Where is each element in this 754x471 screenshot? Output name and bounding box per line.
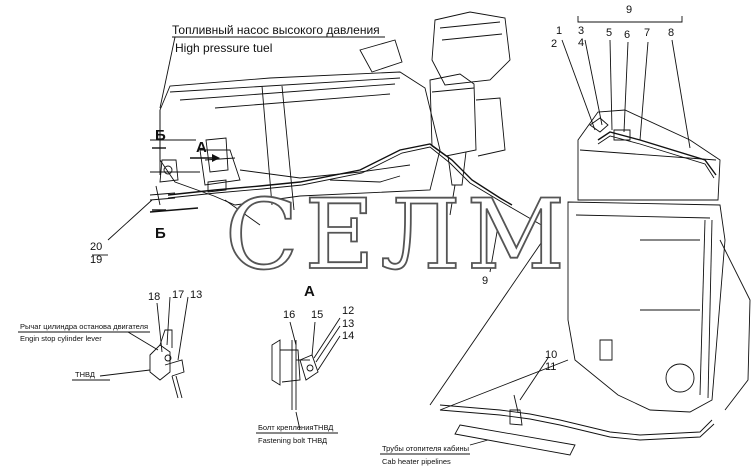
callout-17: 17 (172, 289, 184, 301)
callout-6: 6 (624, 29, 630, 41)
callout-14: 14 (342, 330, 354, 342)
callout-9-top: 9 (626, 4, 632, 16)
title-en: High pressure tuel (175, 41, 272, 55)
pump-detail (92, 137, 229, 256)
callout-19: 19 (90, 254, 102, 266)
callout-13-right: 13 (342, 318, 354, 330)
label-heater-en: Cab heater pipelines (382, 457, 451, 466)
section-b-bottom: Б (155, 225, 166, 242)
fuel-line (167, 143, 513, 209)
callout-18: 18 (148, 291, 160, 303)
callout-20: 20 (90, 241, 102, 253)
watermark-text: СЕЛМ (225, 179, 571, 291)
engine-block (159, 11, 511, 226)
callout-4: 4 (578, 37, 584, 49)
view-a-title: А (304, 283, 315, 300)
callout-16: 16 (283, 309, 295, 321)
callout-12: 12 (342, 305, 354, 317)
callout-5: 5 (606, 27, 612, 39)
label-heater-ru: Трубы отопителя кабины (382, 444, 469, 453)
label-fastening-ru: Болт крепленияТНВД (258, 423, 333, 432)
header-leader (159, 36, 176, 109)
view-a-arrow-label: А (196, 139, 207, 156)
callout-10: 10 (545, 349, 557, 361)
label-engine-stop-ru: Рычаг цилиндра останова двигателя (20, 322, 148, 331)
callout-11: 11 (545, 361, 556, 373)
callout-2: 2 (551, 38, 557, 50)
view-a-detail (271, 317, 341, 431)
callout-3: 3 (578, 25, 584, 37)
section-b-top: Б (155, 127, 166, 144)
callout-7: 7 (644, 27, 650, 39)
leader-9 (489, 214, 501, 273)
tank-view (429, 16, 751, 456)
stop-lever-detail (99, 296, 189, 399)
callout-15: 15 (311, 309, 323, 321)
callout-13-left: 13 (190, 289, 202, 301)
callout-9-mid: 9 (482, 275, 488, 287)
callout-8: 8 (668, 27, 674, 39)
callout-1: 1 (556, 25, 562, 37)
title-ru: Топливный насос высокого давления (172, 23, 380, 37)
label-engine-stop-en: Engin stop cylinder lever (20, 334, 102, 343)
label-tnvd: ТНВД (75, 370, 95, 379)
label-fastening-en: Fastening bolt ТНВД (258, 436, 327, 445)
